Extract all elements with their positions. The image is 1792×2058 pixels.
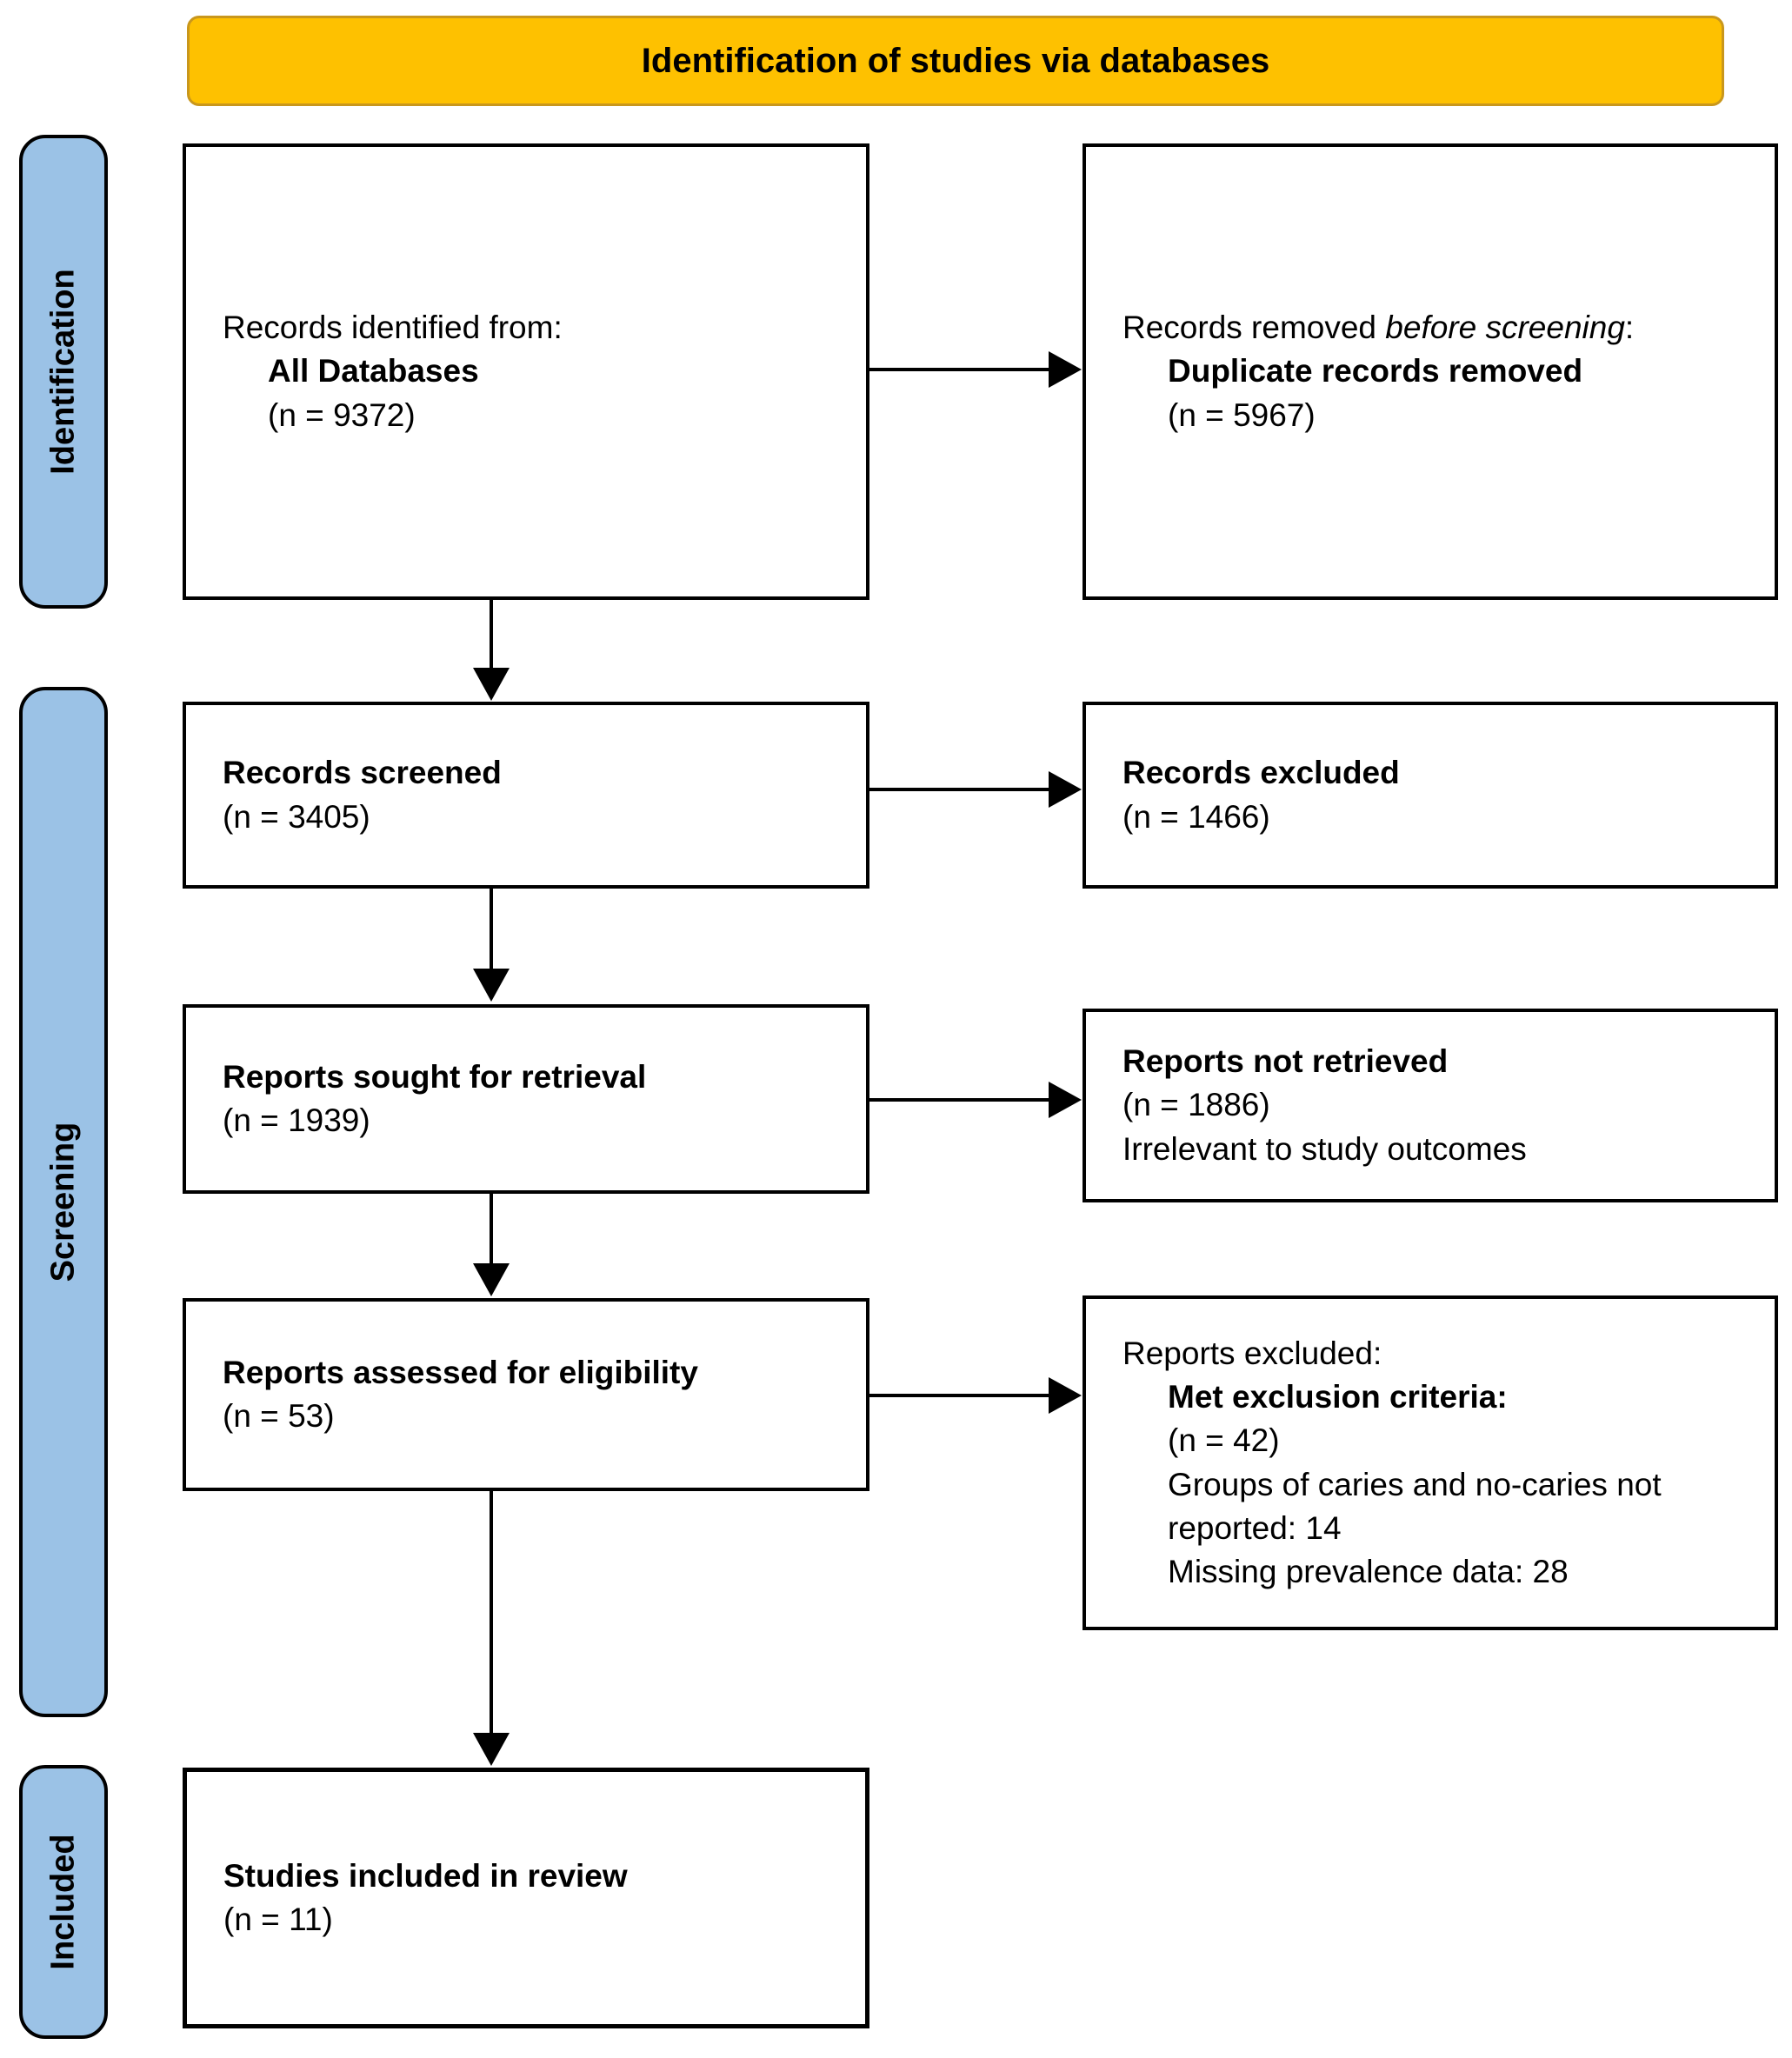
records-excluded-count: (n = 1466) [1122,798,1270,835]
arrowhead-sought-to-not-retrieved [1049,1082,1082,1118]
banner-identification-via-databases: Identification of studies via databases [187,16,1724,106]
reports-excluded-intro: Reports excluded: [1122,1335,1382,1371]
arrow-line-sought-to-not-retrieved [869,1098,1052,1102]
records-removed-count: (n = 5967) [1168,396,1316,433]
stage-label-identification: Identification [44,269,82,475]
arrow-line-assessed-to-excluded [869,1394,1052,1397]
box-reports-sought: Reports sought for retrieval (n = 1939) [183,1004,869,1194]
reports-not-retrieved-count: (n = 1886) [1122,1087,1270,1123]
arrow-line-screened-to-sought [490,889,493,972]
stage-bar-identification: Identification [19,135,108,609]
reports-excluded-reason2: Missing prevalence data: 28 [1168,1554,1569,1590]
records-excluded-title: Records excluded [1122,755,1400,791]
reports-excluded-count: (n = 42) [1168,1422,1280,1459]
box-records-excluded: Records excluded (n = 1466) [1083,702,1778,889]
arrow-line-screened-to-excluded [869,788,1052,791]
arrowhead-screened-to-excluded [1049,771,1082,808]
stage-bar-screening: Screening [19,687,108,1717]
stage-label-included: Included [44,1834,82,1970]
records-screened-count: (n = 3405) [223,798,370,835]
reports-not-retrieved-note: Irrelevant to study outcomes [1122,1130,1527,1167]
reports-sought-count: (n = 1939) [223,1102,370,1138]
studies-included-count: (n = 11) [223,1901,333,1937]
box-reports-excluded: Reports excluded: Met exclusion criteria… [1083,1295,1778,1630]
arrowhead-assessed-to-included [473,1733,510,1766]
records-identified-intro: Records identified from: [223,310,563,346]
arrowhead-sought-to-assessed [473,1263,510,1296]
studies-included-title: Studies included in review [223,1857,628,1894]
reports-excluded-criteria: Met exclusion criteria: [1168,1378,1508,1415]
arrow-line-assessed-to-included [490,1491,493,1736]
arrow-line-identified-to-removed [869,368,1052,371]
records-identified-source: All Databases [268,353,479,390]
arrow-line-identified-to-screened [490,600,493,671]
banner-title: Identification of studies via databases [641,41,1270,80]
box-records-screened: Records screened (n = 3405) [183,702,869,889]
box-reports-assessed: Reports assessed for eligibility (n = 53… [183,1298,869,1491]
box-reports-not-retrieved: Reports not retrieved (n = 1886) Irrelev… [1083,1009,1778,1202]
arrowhead-screened-to-sought [473,969,510,1002]
reports-assessed-count: (n = 53) [223,1398,335,1434]
records-removed-intro-suffix: : [1624,310,1635,346]
reports-excluded-reason1: Groups of caries and no-caries not repor… [1168,1466,1662,1546]
box-studies-included: Studies included in review (n = 11) [183,1768,869,2028]
arrow-line-sought-to-assessed [490,1194,493,1267]
arrowhead-identified-to-removed [1049,351,1082,388]
records-removed-reason: Duplicate records removed [1168,353,1583,390]
reports-sought-title: Reports sought for retrieval [223,1058,647,1095]
records-removed-intro-italic: before screening [1385,310,1625,346]
arrowhead-identified-to-screened [473,668,510,701]
box-records-identified: Records identified from: All Databases (… [183,143,869,600]
records-removed-intro-prefix: Records removed [1122,310,1386,346]
reports-not-retrieved-title: Reports not retrieved [1122,1043,1449,1080]
reports-assessed-title: Reports assessed for eligibility [223,1354,698,1390]
stage-label-screening: Screening [44,1122,82,1282]
arrowhead-assessed-to-excluded [1049,1377,1082,1414]
stage-bar-included: Included [19,1765,108,2039]
records-screened-title: Records screened [223,755,502,791]
records-identified-count: (n = 9372) [268,396,416,433]
records-removed-intro: Records removed before screening: [1122,306,1749,350]
box-records-removed: Records removed before screening: Duplic… [1083,143,1778,600]
